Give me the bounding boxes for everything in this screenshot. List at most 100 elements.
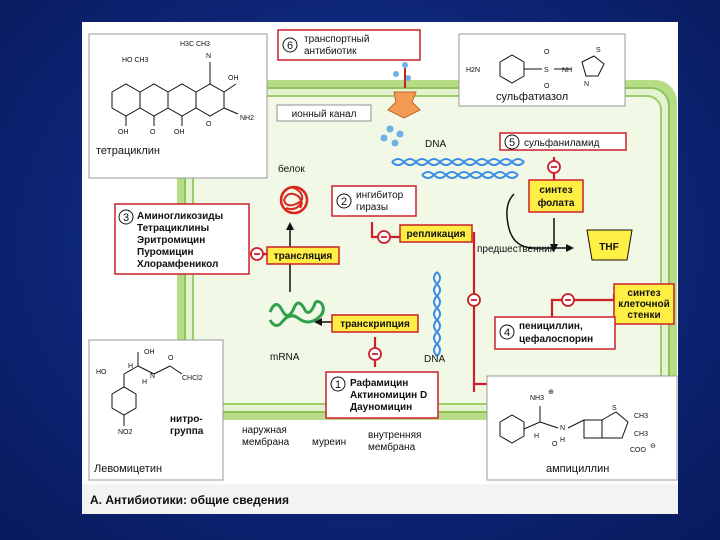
- thf-label: THF: [599, 242, 618, 253]
- amp-ch3b: CH3: [634, 431, 648, 438]
- protein-label: белок: [278, 163, 305, 175]
- folate-synthesis-label-1: синтез: [539, 185, 572, 196]
- rifamycin-item-1: Рафамицин: [350, 377, 408, 389]
- tetracycline-structure: [111, 62, 239, 126]
- transcription-label: транскрипция: [340, 319, 410, 330]
- caption-bar: [82, 484, 678, 514]
- ion-dot: [396, 130, 404, 138]
- ampicillin-structure: [499, 406, 629, 444]
- amp-minus: ⊖: [650, 443, 656, 450]
- chl-oh: OH: [144, 349, 155, 356]
- inner-membrane-label-2: мембрана: [368, 441, 416, 453]
- rifamycin-item-2: Актиномицин D: [350, 390, 427, 401]
- transport-line1: транспортный: [304, 34, 369, 45]
- dna-helix-horizontal: [391, 158, 525, 179]
- replication-box: [399, 224, 473, 243]
- ion-dot: [380, 134, 388, 142]
- number-badge: [499, 324, 515, 340]
- chloramphenicol-name: Левомицетин: [94, 463, 162, 475]
- ampicillin-panel: NH3 ⊕ H H N O S CH3 CH3 COO ⊖ ампициллин: [486, 375, 678, 481]
- chl-h1: H: [128, 363, 133, 370]
- amp-nh3: NH3: [530, 395, 544, 402]
- gyrase-num: 2: [341, 196, 347, 208]
- ampicillin-name: ампициллин: [546, 463, 609, 475]
- sulfanilamide-box: [499, 132, 627, 151]
- tetracycline-panel-box: [88, 33, 268, 179]
- tetra-o-b2: O: [206, 121, 212, 128]
- sulfanilamide-num: 5: [509, 137, 515, 149]
- translation-item-3: Эритромицин: [137, 235, 205, 246]
- mrna-strand-icon: [268, 299, 325, 327]
- sulfa-s: S: [544, 67, 549, 74]
- process-boxes: трансляция транскрипция репликация синте…: [266, 179, 675, 333]
- sulfa-ring-s: S: [596, 47, 601, 54]
- channel-protein: [387, 91, 421, 119]
- translation-label: трансляция: [274, 251, 333, 262]
- rifamycin-num: 1: [335, 379, 341, 391]
- ion-dot: [391, 139, 399, 147]
- tetracycline-name: тетрациклин: [96, 145, 160, 157]
- transcription-box: [331, 314, 419, 333]
- chloramphenicol-panel: OH HO H H N O CHCl2 NO2 нитро- группа Ле…: [88, 339, 224, 481]
- outer-membrane-label-1: наружная: [242, 425, 287, 436]
- cell-wall-synthesis-box: [613, 283, 675, 325]
- amp-s: S: [612, 405, 617, 412]
- gyrase-line2: гиразы: [356, 202, 388, 213]
- sulfa-n: N: [584, 81, 589, 88]
- tetra-nh2: NH2: [240, 115, 254, 122]
- amp-n: N: [560, 425, 565, 432]
- translation-item-5: Хлорамфеникол: [137, 258, 218, 270]
- sulfathiazole-panel: H2N S O O NH N S сульфатиазол: [458, 33, 626, 107]
- antibiotic-boxes: 6 транспортный антибиотик 5 сульфанилами…: [114, 29, 627, 419]
- gyrase-line1: ингибитор: [356, 189, 404, 201]
- chloramphenicol-panel-box: [88, 339, 224, 481]
- rifamycin-item-3: Дауномицин: [350, 402, 412, 413]
- transport-num: 6: [287, 40, 293, 52]
- translation-antibiotics-box: [114, 203, 250, 275]
- chl-n: N: [150, 373, 155, 380]
- transport-antibiotic-box: [277, 29, 421, 61]
- amp-h2: H: [560, 437, 565, 444]
- amp-o: O: [552, 441, 558, 448]
- nitro-group-note-2: группа: [170, 426, 204, 437]
- sulfanilamide-name: сульфаниламид: [524, 137, 600, 149]
- amp-plus: ⊕: [548, 389, 554, 396]
- dna-helix-vertical: [433, 271, 441, 357]
- sulfa-o1: O: [544, 49, 550, 56]
- mrna-label: mRNA: [270, 352, 300, 363]
- sulfa-nh: NH: [562, 67, 572, 74]
- protein-coil-icon: [279, 185, 309, 215]
- outer-membrane-label-2: мембрана: [242, 436, 290, 448]
- nitro-group-note-1: нитро-: [170, 414, 203, 425]
- ion-dot: [386, 125, 394, 133]
- tetra-o-b: O: [150, 129, 156, 136]
- sulfathiazole-structure: [499, 54, 605, 84]
- tetra-oh-b1: OH: [118, 129, 129, 136]
- chl-no2: NO2: [118, 429, 133, 436]
- number-badge: [118, 209, 134, 225]
- ion-dot: [393, 71, 399, 77]
- precursor-label: предшественник: [477, 244, 555, 255]
- tetra-ho-ch3: HO CH3: [122, 57, 149, 64]
- ion-dot: [402, 62, 408, 68]
- penicillin-box: [494, 316, 616, 350]
- translation-item-1: Аминогликозиды: [137, 211, 223, 222]
- cell-wall-label-2: клеточной: [618, 299, 670, 310]
- number-badge: [330, 376, 346, 392]
- cell-wall-label-1: синтез: [627, 288, 660, 299]
- amp-h1: H: [534, 433, 539, 440]
- folate-synthesis-box: [528, 179, 584, 213]
- chl-ho: HO: [96, 369, 107, 376]
- penicillin-num: 4: [504, 327, 510, 339]
- inhibit-symbols: [250, 160, 575, 361]
- chl-h2: H: [142, 379, 147, 386]
- sulfa-h2n: H2N: [466, 67, 480, 74]
- amp-ch3a: CH3: [634, 413, 648, 420]
- chl-o: O: [168, 355, 174, 362]
- translation-box: [266, 246, 340, 265]
- ion-channel-label-box: [276, 104, 372, 122]
- dna-bottom-label: DNA: [424, 354, 445, 365]
- tetra-top: H3C CH3: [180, 41, 210, 48]
- ion-dot: [405, 75, 411, 81]
- chloramphenicol-structure: [111, 352, 183, 426]
